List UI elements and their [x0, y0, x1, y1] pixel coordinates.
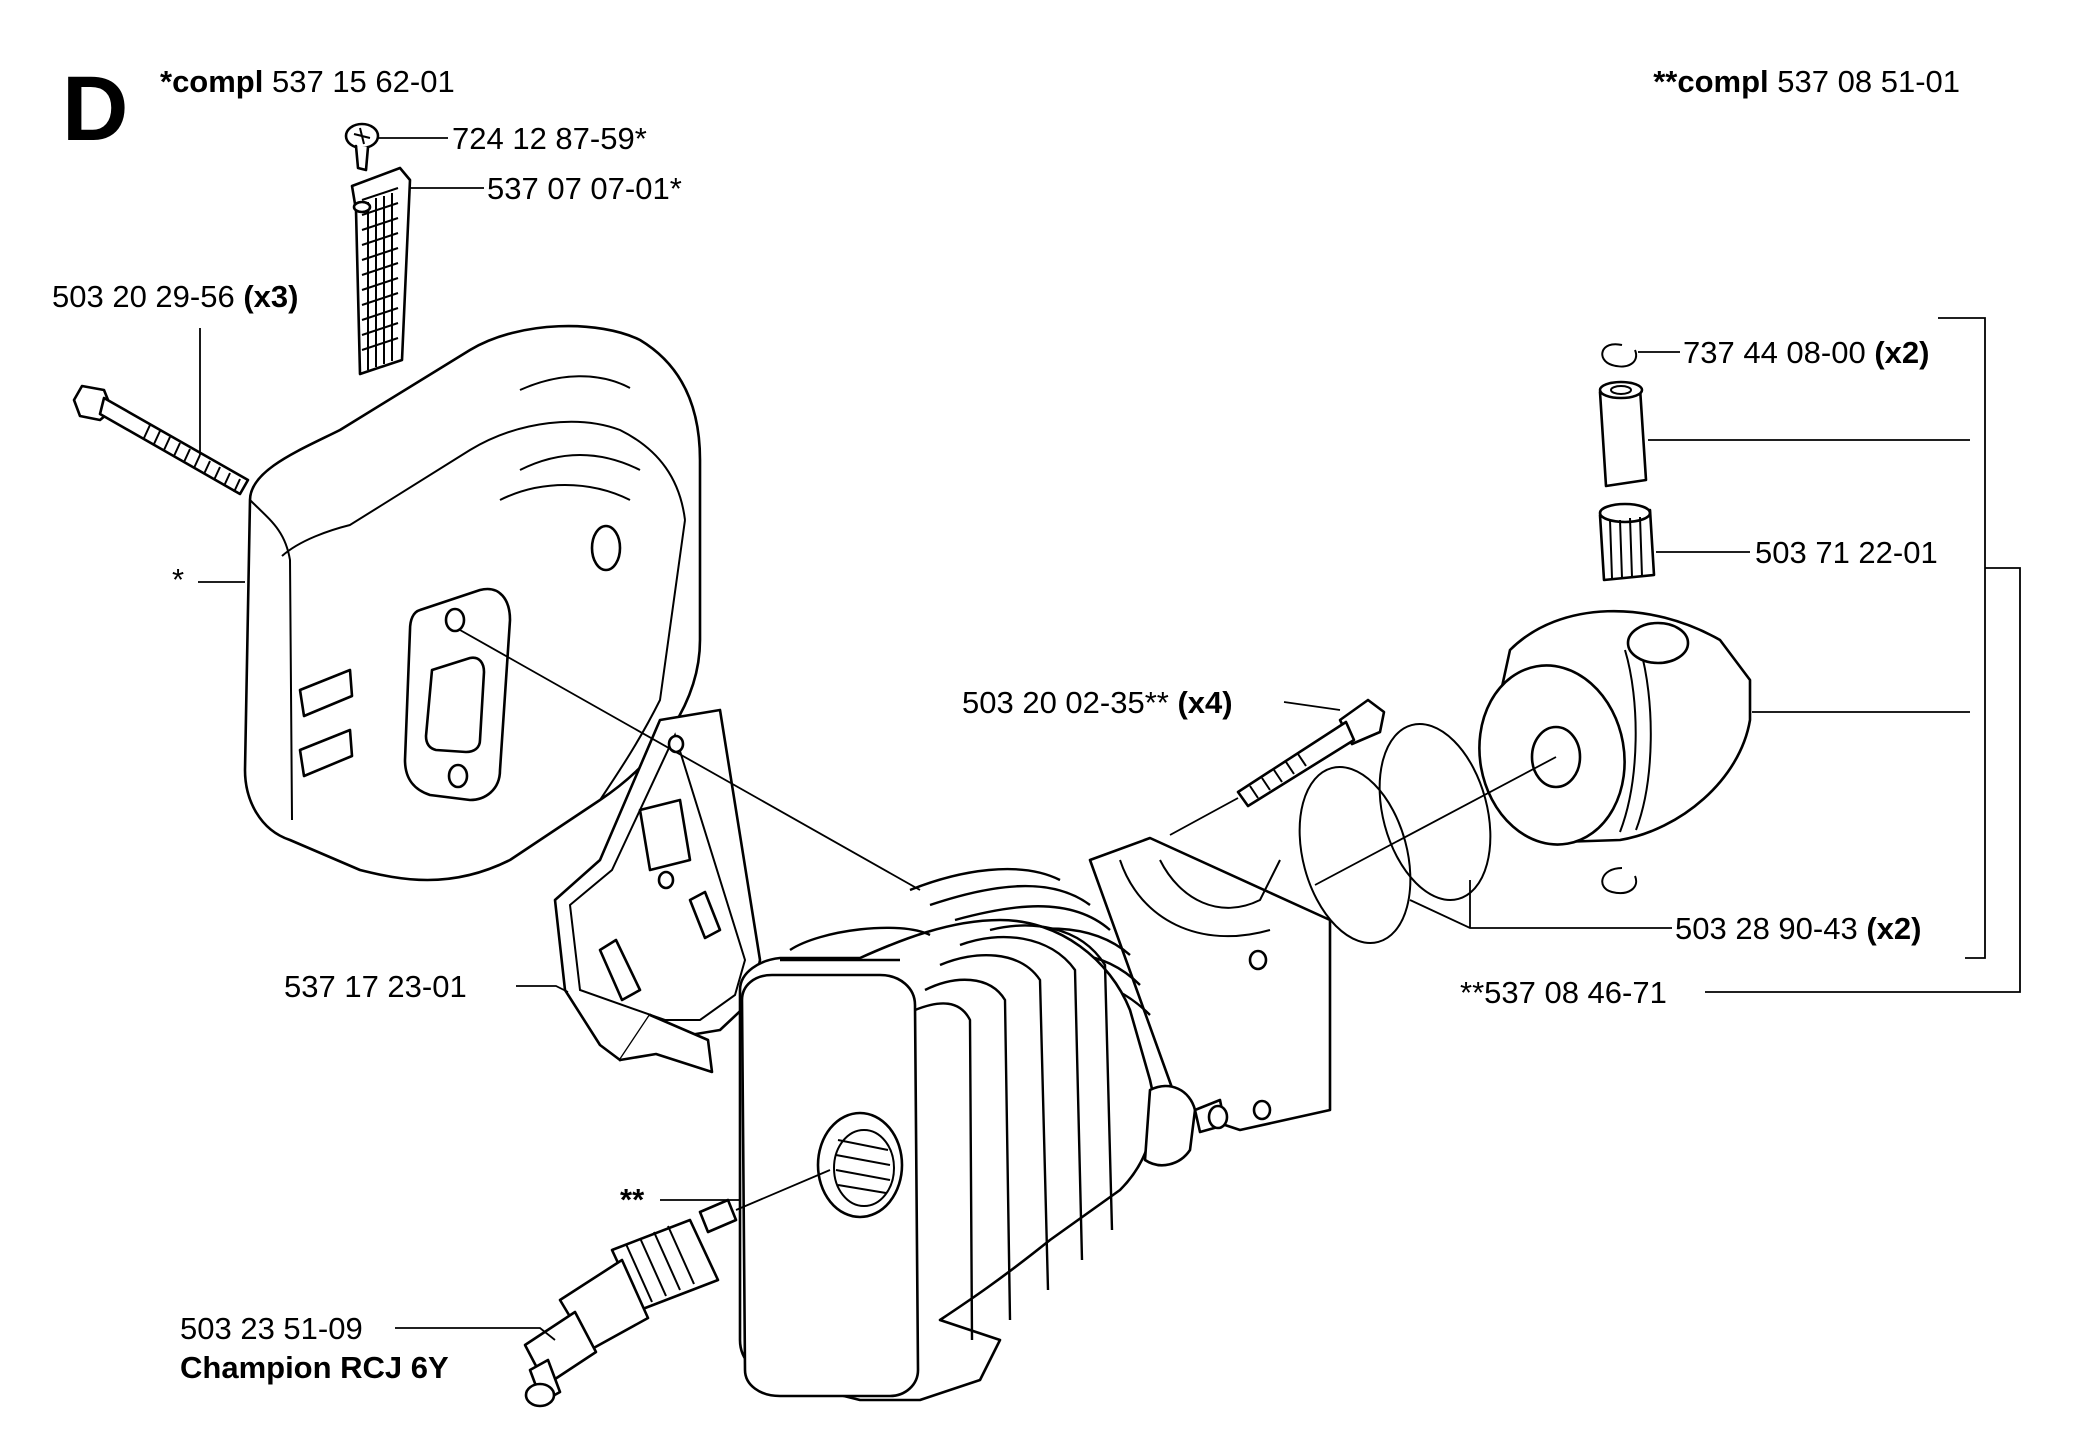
section-letter: D — [62, 58, 128, 160]
label-screen-screw: 724 12 87-59* — [452, 121, 647, 156]
label-spark-screen: 537 07 07-01* — [487, 171, 682, 206]
spark-plug — [523, 1198, 738, 1408]
header-right-prefix: **compl — [1653, 64, 1768, 99]
label-spark-screen-number: 537 07 07-01* — [487, 171, 682, 206]
label-muffler-gasket: 537 17 23-01 — [284, 969, 467, 1004]
circlip-top — [1601, 343, 1638, 368]
header-left-kit: *compl 537 15 62-01 — [160, 64, 455, 99]
piston-rings — [1298, 723, 1492, 944]
piston — [1478, 609, 1752, 846]
piston-pin — [1598, 380, 1648, 488]
muffler-bolt — [72, 384, 250, 496]
leader-lines — [198, 137, 2021, 1341]
label-piston-rings-qty: (x2) — [1866, 911, 1921, 946]
label-cylinder-bolt-qty: (x4) — [1177, 685, 1232, 720]
label-cylinder-bolt: 503 20 02-35** (x4) — [962, 685, 1233, 720]
circlip-bottom — [1601, 867, 1638, 894]
label-circlip: 737 44 08-00 (x2) — [1683, 335, 1929, 370]
label-muffler: * — [172, 562, 184, 597]
label-circlip-qty: (x2) — [1874, 335, 1929, 370]
label-muffler-bolt-number: 503 20 29-56 — [52, 279, 235, 314]
cylinder — [738, 836, 1332, 1402]
label-needle-bearing: 503 71 22-01 — [1755, 535, 1938, 570]
label-piston-rings: 503 28 90-43 (x2) — [1675, 911, 1921, 946]
label-cylinder: ** — [620, 1182, 645, 1217]
label-piston-rings-number: 503 28 90-43 — [1675, 911, 1858, 946]
label-circlip-number: 737 44 08-00 — [1683, 335, 1866, 370]
cylinder-bolt — [1236, 698, 1386, 808]
muffler-gasket — [553, 708, 762, 1074]
label-muffler-bolt-qty: (x3) — [243, 279, 298, 314]
label-screen-screw-number: 724 12 87-59* — [452, 121, 647, 156]
header-right-number: 537 08 51-01 — [1777, 64, 1960, 99]
label-spark-plug-number: 503 23 51-09 — [180, 1311, 363, 1346]
needle-bearing — [1598, 502, 1656, 582]
header-right-kit: **compl 537 08 51-01 — [1653, 64, 1960, 99]
header-left-number: 537 15 62-01 — [272, 64, 455, 99]
screen-screw — [344, 122, 380, 172]
header-left-prefix: *compl — [160, 64, 263, 99]
muffler — [243, 324, 702, 882]
label-muffler-bolt: 503 20 29-56 (x3) — [52, 279, 298, 314]
label-piston-kit: **537 08 46-71 — [1460, 975, 1667, 1010]
label-cylinder-bolt-number: 503 20 02-35** — [962, 685, 1169, 720]
label-spark-plug-brand: Champion RCJ 6Y — [180, 1350, 449, 1385]
